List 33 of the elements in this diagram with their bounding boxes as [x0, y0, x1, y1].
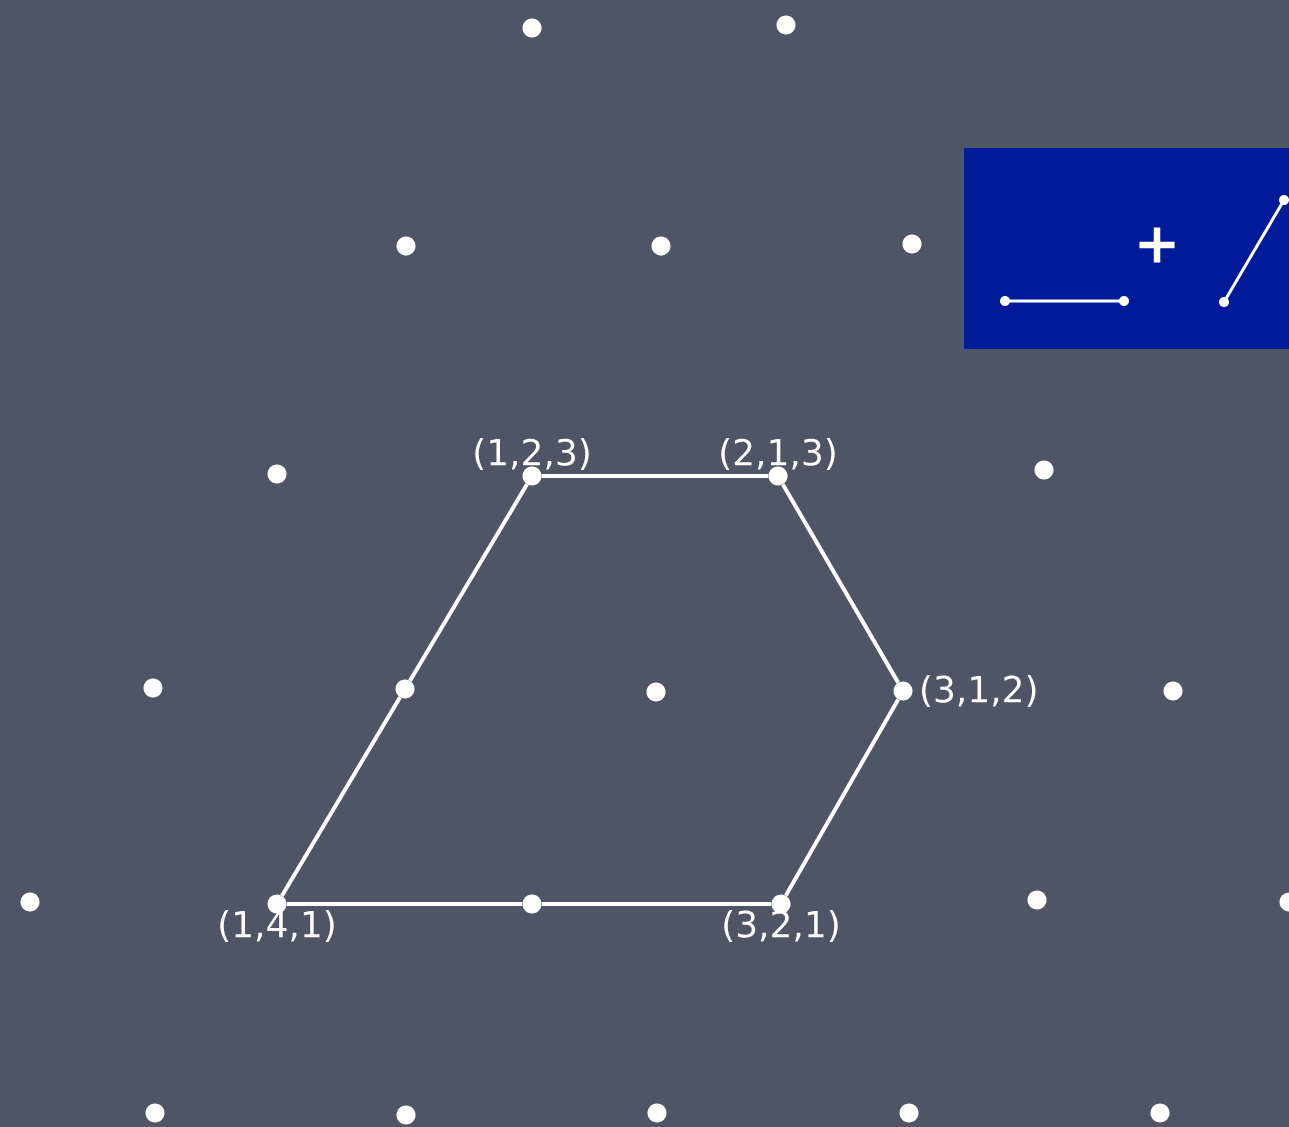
lattice-dot: [893, 681, 913, 701]
coordinate-label: (3,2,1): [724, 909, 838, 942]
lattice-dot: [646, 682, 666, 702]
lattice-dot: [145, 1103, 165, 1123]
lattice-dot: [522, 18, 542, 38]
lattice-dot: [651, 236, 671, 256]
lattice-dot: [396, 1105, 416, 1125]
inset-panel: +: [964, 148, 1289, 349]
polygon-edge: [280, 696, 402, 897]
coordinate-label: (1,2,3): [475, 438, 589, 471]
lattice-dot: [396, 236, 416, 256]
lattice-dot: [647, 1103, 667, 1123]
lattice-dot: [395, 679, 415, 699]
lattice-dot: [776, 15, 796, 35]
lattice-dot: [143, 678, 163, 698]
lattice-dot: [1150, 1103, 1170, 1123]
polygon-edge: [286, 902, 523, 906]
polygon-edge: [408, 483, 529, 682]
polygon-edge: [541, 474, 769, 478]
lattice-dot: [1034, 460, 1054, 480]
lattice-dot: [20, 892, 40, 912]
lattice-dot: [1027, 890, 1047, 910]
lattice-dot: [1163, 681, 1183, 701]
lattice-dot: [902, 234, 922, 254]
coordinate-label: (2,1,3): [721, 438, 835, 471]
coordinate-label: (3,1,2): [922, 675, 1036, 708]
lattice-dot: [267, 464, 287, 484]
polygon-edge: [541, 902, 772, 906]
lattice-dot: [522, 894, 542, 914]
polygon-edge: [781, 483, 900, 684]
polygon-edge: [784, 698, 900, 897]
coordinate-label: (1,4,1): [220, 909, 334, 942]
lattice-dot: [899, 1103, 919, 1123]
